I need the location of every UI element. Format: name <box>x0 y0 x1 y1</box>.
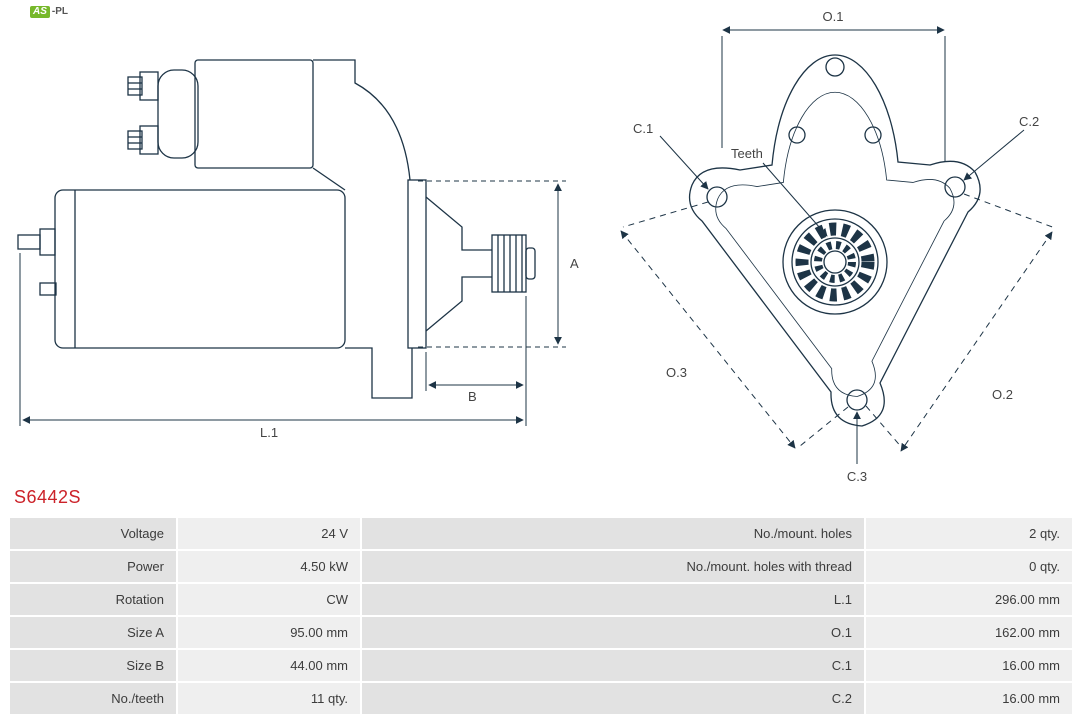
dim-o1-lines <box>721 26 946 162</box>
spec-table: Voltage 24 V No./mount. holes 2 qty. Pow… <box>8 516 1074 716</box>
shaft-circle <box>810 237 860 287</box>
spec-label: Rotation <box>10 584 176 615</box>
dim-label-c1: C.1 <box>633 121 653 136</box>
part-number: S6442S <box>14 487 82 507</box>
spec-value: 4.50 kW <box>178 551 360 582</box>
brand-logo: AS -PL <box>30 6 68 18</box>
mount-hole-c2 <box>944 176 966 198</box>
dimension-lines <box>19 183 562 426</box>
spec-value: 162.00 mm <box>866 617 1072 648</box>
teeth-label: Teeth <box>731 146 763 161</box>
spec-row: Power 4.50 kW No./mount. holes with thre… <box>10 551 1072 582</box>
upper-left-small-hole <box>788 126 806 144</box>
pinion-gear <box>491 234 536 293</box>
spec-value: 11 qty. <box>178 683 360 714</box>
brand-logo-mark: AS <box>30 6 50 18</box>
dim-label-c3: C.3 <box>847 469 867 484</box>
dim-label-l1: L.1 <box>260 425 278 440</box>
dim-label-o2: O.2 <box>992 387 1013 402</box>
mount-hole-c1 <box>706 186 728 208</box>
terminal-studs <box>127 71 159 155</box>
spec-label: O.1 <box>362 617 864 648</box>
dim-label-o3: O.3 <box>666 365 687 380</box>
spec-label: No./teeth <box>10 683 176 714</box>
spline-ring <box>814 241 856 283</box>
dim-label-b: B <box>468 389 477 404</box>
dim-label-c2: C.2 <box>1019 114 1039 129</box>
dim-label-a: A <box>570 256 579 271</box>
spec-label: L.1 <box>362 584 864 615</box>
spec-value: 16.00 mm <box>866 650 1072 681</box>
spec-label: Power <box>10 551 176 582</box>
spec-value: CW <box>178 584 360 615</box>
motor-body <box>17 189 346 349</box>
gear-teeth-ring <box>795 222 875 302</box>
spec-row: Size B 44.00 mm C.1 16.00 mm <box>10 650 1072 681</box>
mount-hole-c3 <box>846 389 868 411</box>
spec-label: C.1 <box>362 650 864 681</box>
starter-side-view-drawing: A B L.1 <box>17 59 579 440</box>
solenoid-drawing <box>157 59 314 169</box>
spec-row: Size A 95.00 mm O.1 162.00 mm <box>10 617 1072 648</box>
upper-right-small-hole <box>864 126 882 144</box>
spec-label: C.2 <box>362 683 864 714</box>
brand-logo-text: -PL <box>51 6 69 17</box>
spec-label: Size B <box>10 650 176 681</box>
top-center-hole <box>825 57 845 77</box>
drive-end-housing <box>312 59 492 399</box>
spec-value: 296.00 mm <box>866 584 1072 615</box>
spec-value: 2 qty. <box>866 518 1072 549</box>
spec-row: Rotation CW L.1 296.00 mm <box>10 584 1072 615</box>
spec-label: Size A <box>10 617 176 648</box>
spec-value: 0 qty. <box>866 551 1072 582</box>
shaft-center-hole <box>823 250 847 274</box>
spec-value: 16.00 mm <box>866 683 1072 714</box>
dim-o2-o3-lines <box>620 193 1056 452</box>
spec-label: Voltage <box>10 518 176 549</box>
spec-label: No./mount. holes with thread <box>362 551 864 582</box>
spec-value: 44.00 mm <box>178 650 360 681</box>
dim-label-o1: O.1 <box>823 9 844 24</box>
flange-inner-contour <box>715 91 955 397</box>
construction-lines <box>418 180 566 348</box>
mounting-flange-outline <box>688 54 981 427</box>
spec-value: 24 V <box>178 518 360 549</box>
spec-label: No./mount. holes <box>362 518 864 549</box>
starter-front-view-drawing: O.1 O.2 O.3 C.1 C.2 C.3 Teeth <box>620 9 1056 484</box>
leader-lines <box>659 129 1025 464</box>
spec-row: No./teeth 11 qty. C.2 16.00 mm <box>10 683 1072 714</box>
spec-row: Voltage 24 V No./mount. holes 2 qty. <box>10 518 1072 549</box>
spec-value: 95.00 mm <box>178 617 360 648</box>
